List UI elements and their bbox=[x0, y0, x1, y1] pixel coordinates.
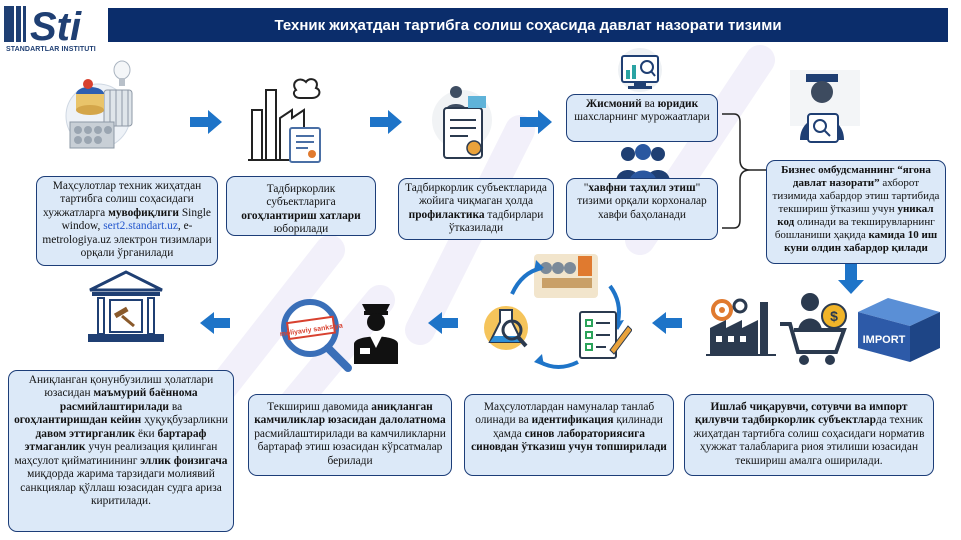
logo-mark-icon: Sti bbox=[4, 5, 82, 49]
logo-text: STANDARTLAR INSTITUTI bbox=[6, 46, 96, 53]
analysis-monitor-icon bbox=[618, 48, 662, 92]
factory-icon bbox=[248, 78, 321, 163]
import-label: IMPORT bbox=[863, 334, 906, 346]
box-ombudsman: Бизнес омбудсманнинг “ягона давлат назор… bbox=[766, 160, 946, 264]
box-sampling: Маҳсулотлардан намуналар танлаб олинади … bbox=[464, 394, 674, 476]
arrow-left-icon bbox=[200, 312, 230, 334]
products-icon bbox=[65, 60, 133, 149]
stamp-magnifier-icon: moliyaviy sanksiya bbox=[279, 299, 352, 372]
goods-icon bbox=[534, 254, 598, 298]
arrow-right-icon bbox=[190, 110, 222, 134]
factory-gears-icon bbox=[706, 298, 776, 356]
import-box-icon: IMPORT bbox=[858, 298, 940, 362]
shopping-cart-icon: $ bbox=[780, 293, 847, 365]
box-inspection: Ишлаб чиқарувчи, сотувчи ва импорт қилув… bbox=[684, 394, 934, 476]
certificate-icon bbox=[432, 86, 492, 159]
box-prevention: Тадбиркорлик субъектларида жойига чиқмаг… bbox=[398, 178, 554, 240]
police-officer-icon bbox=[354, 304, 398, 364]
svg-text:Sti: Sti bbox=[30, 5, 82, 46]
page-title: Техник жиҳатдан тартибга солиш соҳасида … bbox=[274, 16, 782, 34]
box-risk-analysis: "хавфни таҳлил этиш" тизими орқали корхо… bbox=[566, 178, 718, 240]
arrow-left-icon bbox=[652, 312, 682, 334]
court-building-icon bbox=[88, 270, 164, 342]
inspector-icon bbox=[790, 70, 860, 143]
checklist-icon bbox=[579, 311, 632, 359]
box-conformity-check: Маҳсулотлар техник жиҳатдан тартибга сол… bbox=[36, 176, 218, 266]
standards-institute-logo: Sti STANDARTLAR INSTITUTI bbox=[2, 2, 114, 58]
arrow-right-icon bbox=[520, 110, 552, 134]
box-sanctions: Аниқланган қонунбузилиш ҳолатлари юзасид… bbox=[8, 370, 234, 532]
lab-cycle-icon bbox=[484, 254, 632, 369]
bracket-connector-icon bbox=[722, 113, 766, 229]
box-appeals: Жисмоний ва юридик шахсларнинг мурожаатл… bbox=[566, 94, 718, 142]
sert-link[interactable]: sert2.standart.uz bbox=[103, 220, 178, 233]
arrow-down-icon bbox=[838, 262, 864, 294]
svg-text:$: $ bbox=[830, 308, 838, 324]
header-bar: Техник жиҳатдан тартибга солиш соҳасида … bbox=[108, 8, 948, 42]
arrow-left-icon bbox=[428, 312, 458, 334]
box-act-report: Текшириш давомида аниқланган камчиликлар… bbox=[248, 394, 452, 476]
lab-flask-icon bbox=[484, 306, 528, 350]
arrow-right-icon bbox=[370, 110, 402, 134]
box-warning-letters: Тадбиркорлик субъектларига огоҳлантириш … bbox=[226, 176, 376, 236]
